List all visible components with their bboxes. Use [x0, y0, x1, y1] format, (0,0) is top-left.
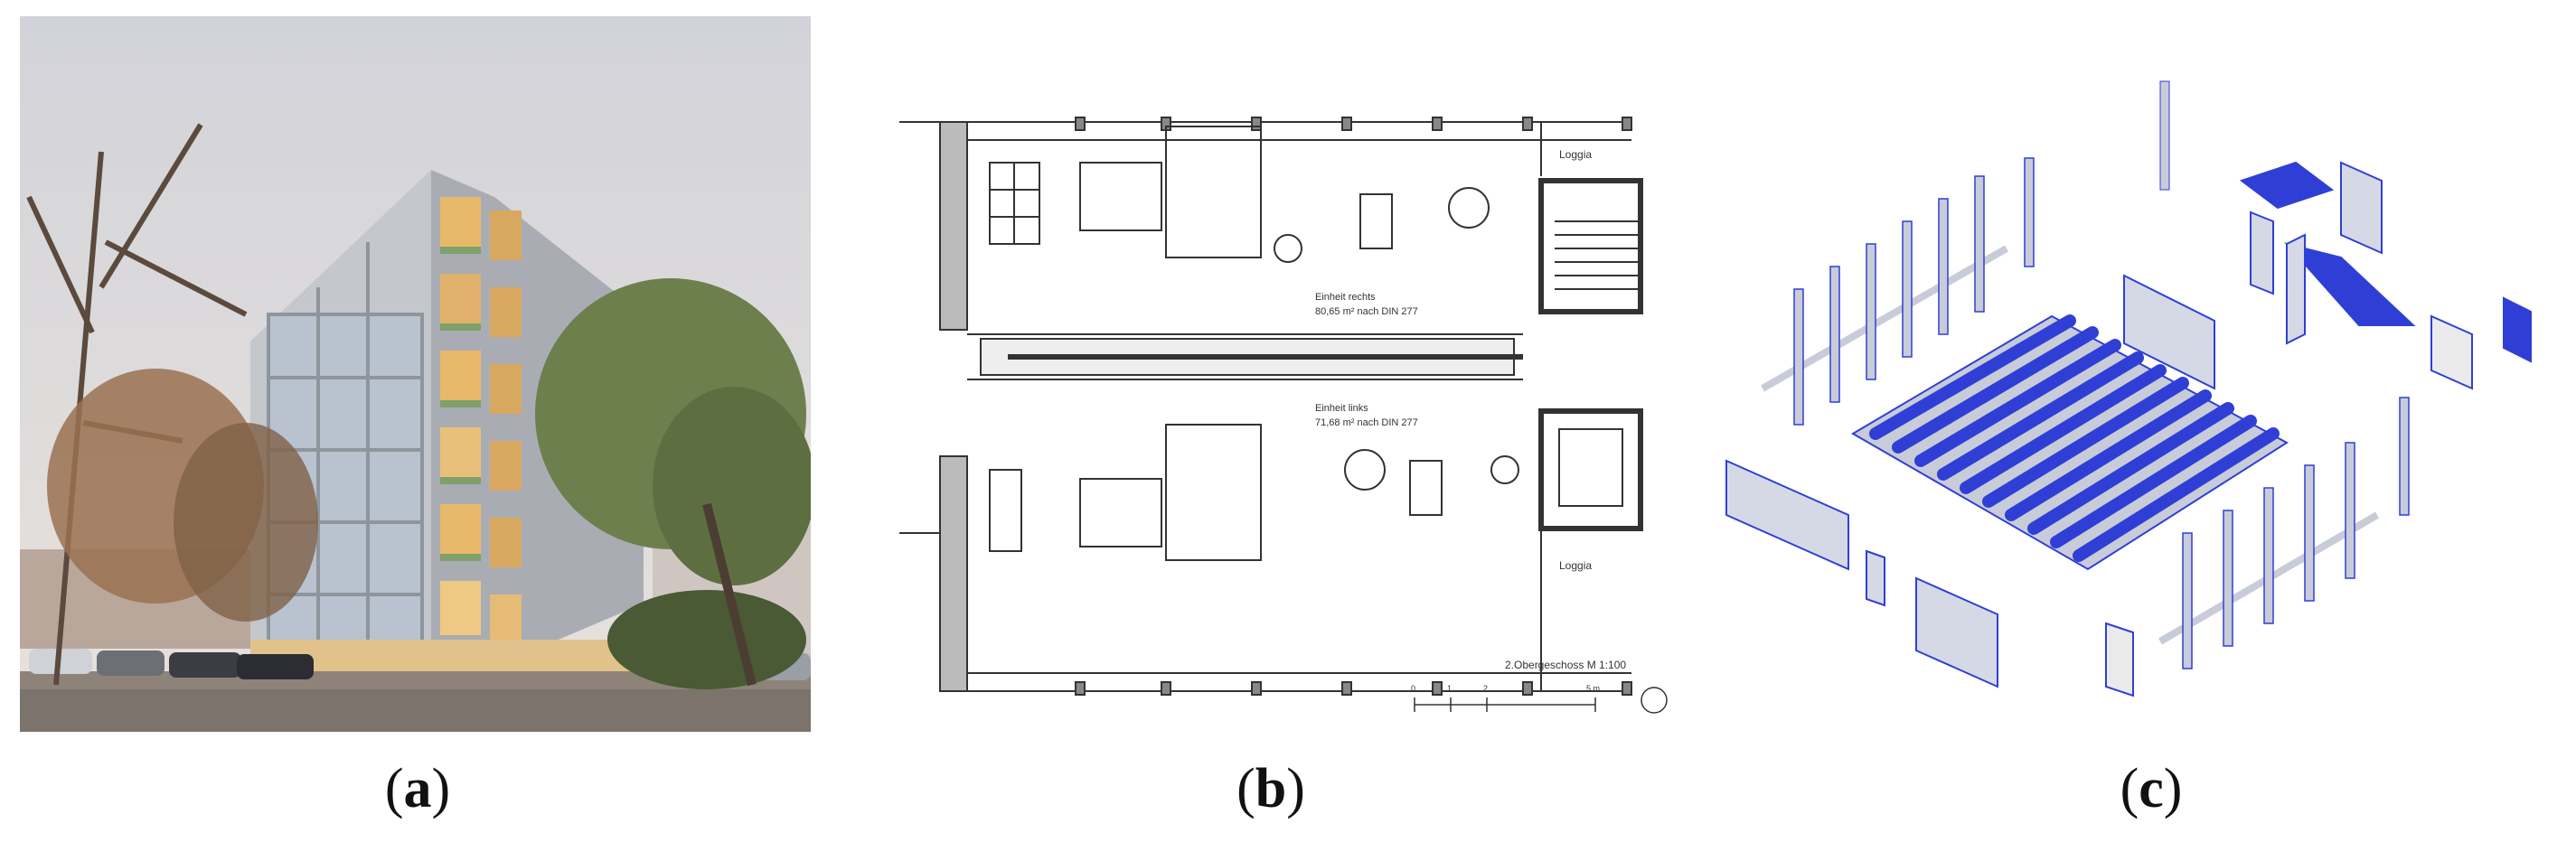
plan-title: 2.Obergeschoss M 1:100: [1505, 659, 1626, 671]
scale-tick-5: 5 m: [1586, 684, 1600, 693]
scale-tick-2: 2: [1483, 684, 1488, 693]
north-arrow-icon: [1641, 687, 1668, 714]
autumn-trees: [47, 278, 811, 689]
building-photo: [20, 16, 811, 732]
caption-a: (a): [384, 758, 451, 819]
left-columns: [1761, 157, 2035, 426]
loggia-top-label: Loggia: [1559, 148, 1592, 161]
lit-windows: [440, 197, 522, 644]
right-columns: [2158, 397, 2410, 669]
unit-right-area: 80,65 m² nach DIN 277: [1315, 306, 1418, 317]
axonometric-drawing: [1725, 80, 2532, 697]
exploded-axonometric: [1708, 63, 2567, 723]
caption-c: (c): [2120, 758, 2183, 819]
scale-tick-1: 1: [1447, 684, 1452, 693]
floor-plan: Loggia Loggia Einheit rechts 80,65 m² na…: [890, 99, 1713, 732]
unit-left-name: Einheit links: [1315, 403, 1368, 414]
top-column: [2159, 80, 2170, 191]
unit-right-name: Einheit rechts: [1315, 292, 1376, 303]
floor-plan-drawing: Loggia Loggia Einheit rechts 80,65 m² na…: [899, 117, 1668, 714]
scale-bar: [1414, 687, 1668, 714]
wall-panels: [1725, 161, 2473, 697]
unit-left-area: 71,68 m² nach DIN 277: [1315, 417, 1418, 428]
caption-b: (b): [1236, 758, 1305, 819]
loggia-bottom-label: Loggia: [1559, 559, 1592, 572]
stair-core: [2239, 161, 2532, 363]
building-photo-drawing: [20, 16, 811, 732]
scale-tick-0: 0: [1411, 684, 1415, 693]
floor-slab-beams: [1851, 314, 2289, 571]
